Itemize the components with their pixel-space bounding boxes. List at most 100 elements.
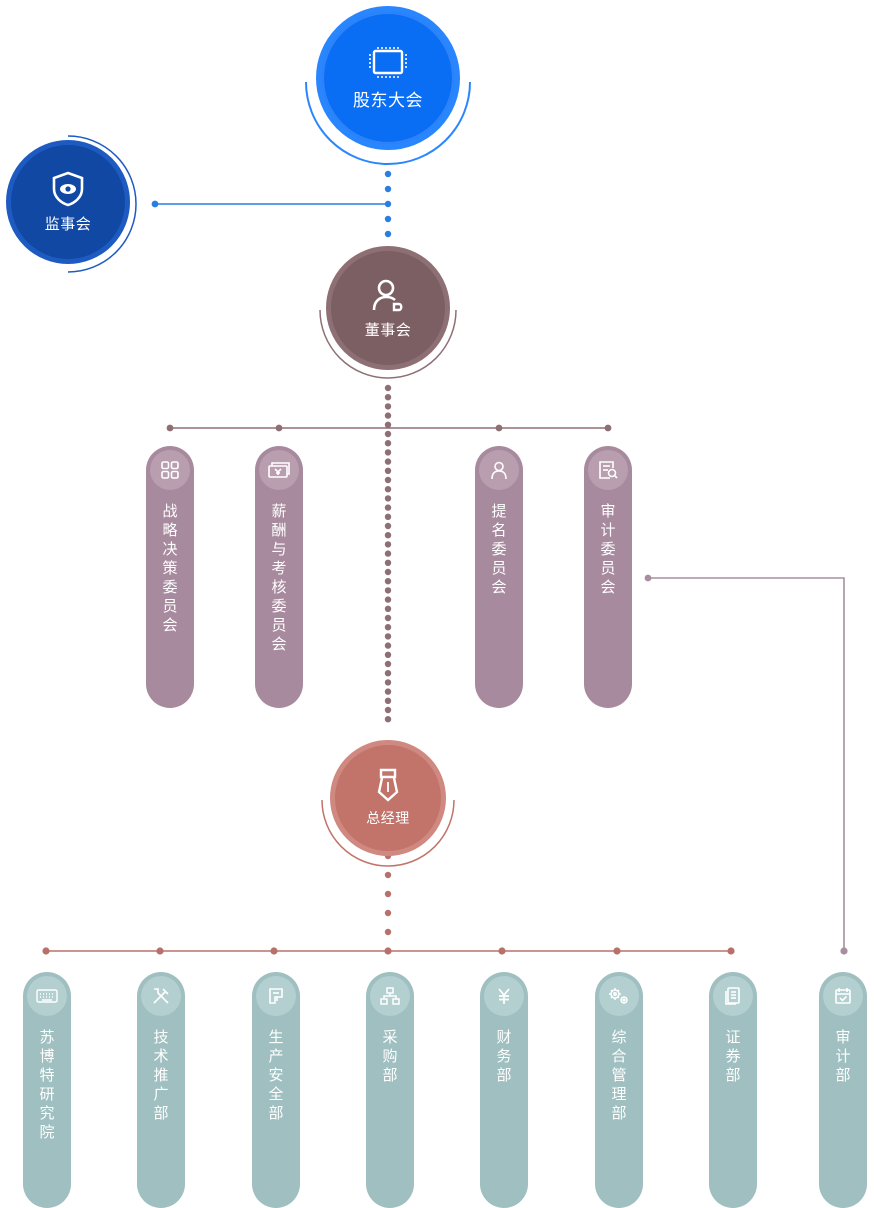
connector-dot <box>384 513 392 520</box>
audit-search-icon <box>588 450 628 490</box>
department-label: 生产安全部 <box>268 1028 284 1122</box>
connector-dot <box>644 574 652 582</box>
department-label: 财务部 <box>496 1028 512 1084</box>
connector-dot <box>384 624 392 631</box>
department-label: 证券部 <box>725 1028 741 1084</box>
connector-dot <box>384 504 392 511</box>
connector-dot <box>384 947 392 955</box>
connector-dot <box>384 476 392 484</box>
connector-dot <box>384 587 392 594</box>
committee-nomination[interactable]: 提名委员会 <box>475 446 523 708</box>
connector-dot <box>384 430 392 438</box>
audit-connector <box>648 577 845 951</box>
connector-dot <box>384 467 392 474</box>
connector-dot <box>384 559 392 566</box>
connector-dot <box>384 403 392 410</box>
shareholders-ring <box>305 81 471 165</box>
connector-dot <box>270 947 278 955</box>
committee-audit[interactable]: 审计委员会 <box>584 446 632 708</box>
connector-dot <box>498 947 506 955</box>
committee-label: 审计委员会 <box>600 502 616 596</box>
calendar-check-icon <box>823 976 863 1016</box>
connector-dot <box>384 421 392 428</box>
dept-securities[interactable]: 证券部 <box>709 972 757 1208</box>
connector-dot <box>840 947 848 955</box>
committee-label: 战略决策委员会 <box>162 502 178 634</box>
monitor-icon <box>369 46 407 78</box>
connector-dot <box>384 230 392 238</box>
connector-dot <box>384 522 392 530</box>
connector-dot <box>384 578 392 585</box>
department-label: 技术推广部 <box>153 1028 169 1122</box>
department-label: 审计部 <box>835 1028 851 1084</box>
connector-dot <box>384 550 392 557</box>
shield-eye-icon <box>52 171 84 206</box>
yuan-icon <box>484 976 524 1016</box>
money-icon <box>259 450 299 490</box>
connector-dot <box>151 200 159 208</box>
dept-purchasing[interactable]: 采购部 <box>366 972 414 1208</box>
connector-dot <box>384 440 392 447</box>
connector-dot <box>384 486 392 493</box>
shareholders-meeting-node[interactable]: 股东大会 <box>316 6 460 150</box>
connector-dot <box>384 679 392 686</box>
notebook-icon <box>713 976 753 1016</box>
committee-label: 薪酬与考核委员会 <box>271 502 287 653</box>
document-icon <box>256 976 296 1016</box>
connector-dot <box>384 651 392 658</box>
user-icon <box>479 450 519 490</box>
connector-dot <box>384 697 392 704</box>
connector-dot <box>384 412 392 419</box>
network-icon <box>370 976 410 1016</box>
connector-dot <box>384 215 392 223</box>
connector-dot <box>384 688 392 695</box>
connector-dot <box>384 458 392 465</box>
committee-strategy[interactable]: 战略决策委员会 <box>146 446 194 708</box>
connector-dot <box>384 185 392 193</box>
dept-research-institute[interactable]: 苏博特研究院 <box>23 972 71 1208</box>
connector-dot <box>384 170 392 178</box>
connector-dot <box>384 633 392 640</box>
dept-finance[interactable]: 财务部 <box>480 972 528 1208</box>
department-label: 采购部 <box>382 1028 398 1084</box>
committee-compensation[interactable]: 薪酬与考核委员会 <box>255 446 303 708</box>
dept-production-safety[interactable]: 生产安全部 <box>252 972 300 1208</box>
person-icon <box>372 279 403 311</box>
connector-dot <box>384 605 392 612</box>
grid-icon <box>150 450 190 490</box>
dept-audit[interactable]: 审计部 <box>819 972 867 1208</box>
supervisors-ring <box>67 135 137 273</box>
connector-dot <box>384 871 392 879</box>
connector-dot <box>166 424 174 432</box>
connector-dot <box>384 394 392 401</box>
connector-dot <box>384 909 392 917</box>
connector-dot <box>384 449 392 456</box>
connector-dot <box>384 670 392 677</box>
connector-dot <box>384 614 392 622</box>
supervisory-board-label: 监事会 <box>44 214 92 233</box>
connector-dot <box>156 947 164 955</box>
connector-dot <box>384 596 392 603</box>
dept-general-management[interactable]: 综合管理部 <box>595 972 643 1208</box>
department-label: 苏博特研究院 <box>39 1028 55 1141</box>
board-of-directors-node[interactable]: 董事会 <box>326 246 450 370</box>
connector-dot <box>384 660 392 668</box>
supervisory-board-node[interactable]: 监事会 <box>6 140 130 264</box>
connector-dot <box>384 642 392 649</box>
board-ring <box>319 309 457 379</box>
keyboard-icon <box>27 976 67 1016</box>
connector-dot <box>384 541 392 548</box>
manager-ring <box>321 799 455 867</box>
connector-dot <box>384 706 392 714</box>
connector-dot <box>727 947 735 955</box>
general-manager-node[interactable]: 总经理 <box>330 740 446 856</box>
connector-dot <box>495 424 503 432</box>
connector-dot <box>384 568 392 576</box>
shareholders-meeting-label: 股东大会 <box>353 90 423 111</box>
connector-dot <box>275 424 283 432</box>
connector-dot <box>384 890 392 898</box>
dept-technical-promotion[interactable]: 技术推广部 <box>137 972 185 1208</box>
board-of-directors-label: 董事会 <box>364 320 412 339</box>
connector-dot <box>384 384 392 392</box>
